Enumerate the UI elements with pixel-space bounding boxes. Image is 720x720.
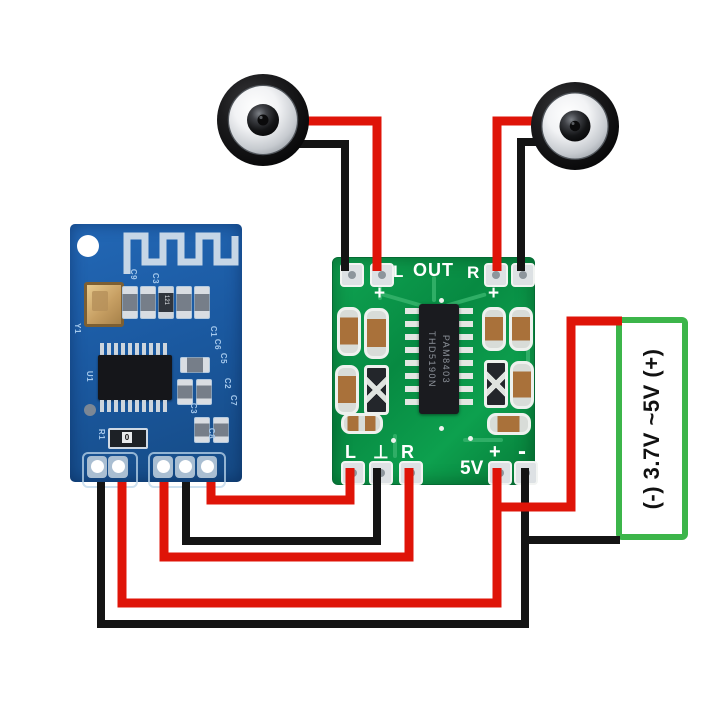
out-left-label: L — [393, 262, 404, 281]
resistor-marking: 0 — [122, 432, 132, 443]
wire-power-positive — [117, 468, 502, 608]
capacitor — [510, 361, 534, 409]
pcb-trace — [378, 282, 382, 300]
via-hole — [439, 426, 444, 431]
cap-label: C2 — [223, 377, 233, 390]
bt-pad-right-out — [153, 456, 173, 478]
crystal-label: Y1 — [72, 323, 82, 334]
cap-label: C7 — [229, 394, 239, 407]
bluetooth-module-board: 121 0 Y1 U1 C9 C3 C1 C6 C5 C2 C7 C3 C8 R… — [70, 224, 242, 488]
out-left-plus: + — [374, 283, 386, 304]
capacitor — [196, 379, 212, 405]
wire-right-speaker-negative — [517, 138, 537, 271]
capacitor — [482, 307, 506, 351]
amp-pad-in-left — [341, 461, 365, 485]
cap-label: C6 — [213, 338, 223, 351]
power-supply-label: (-) 3.7V ~5V (+) — [639, 348, 664, 509]
speaker-cone — [229, 86, 297, 154]
capacitor — [335, 365, 359, 415]
chip-marking: PAM8403 THD5190N — [419, 304, 459, 414]
ic-pins-top — [100, 343, 170, 355]
mounting-hole — [77, 235, 99, 257]
in-right-label: R — [401, 442, 414, 462]
bt-pad-plus — [108, 456, 128, 478]
via-hole — [391, 438, 396, 443]
cap-label: C3 — [151, 272, 161, 285]
via-hole — [84, 404, 96, 416]
component-marking: 121 — [163, 294, 170, 306]
bluetooth-ic — [98, 355, 172, 400]
in-left-label: L — [345, 442, 356, 462]
pcb-trace — [432, 276, 436, 302]
pcb-trace — [463, 438, 503, 442]
capacitor — [487, 413, 531, 435]
amp-pad-power-plus — [488, 461, 512, 485]
wire-left-speaker-negative — [298, 140, 349, 271]
chip-marking-line1: PAM8403 — [441, 334, 452, 384]
chip-marking-line2: THD5190N — [428, 330, 438, 388]
capacitor — [176, 286, 192, 319]
bt-pad-minus — [87, 456, 107, 478]
power-plus-label: + — [489, 441, 501, 463]
capacitor — [213, 417, 229, 443]
diode-component — [364, 365, 389, 415]
power-supply-box: (-) 3.7V ~5V (+) — [616, 317, 688, 540]
amp-pad-rout-minus — [511, 263, 535, 287]
cap-label: C3 — [189, 402, 199, 415]
cap-label: C5 — [219, 352, 229, 365]
zero-ohm-resistor: 0 — [108, 428, 148, 449]
out-right-plus: + — [488, 283, 500, 304]
bt-pad-left-out — [197, 456, 217, 478]
capacitor-pair — [341, 413, 383, 434]
speaker-dome — [559, 110, 591, 142]
resistor-label: R1 — [97, 428, 107, 441]
via-hole — [439, 298, 444, 303]
via-hole — [468, 436, 473, 441]
capacitor — [122, 286, 138, 319]
diode-component — [484, 360, 508, 408]
in-ground-label: ⊥ — [373, 442, 389, 462]
crystal-oscillator — [84, 282, 124, 327]
right-speaker — [531, 82, 619, 170]
capacitor — [194, 286, 210, 319]
power-5v-label: 5V — [460, 458, 484, 479]
capacitor — [337, 307, 361, 356]
cap-label: C1 — [209, 325, 219, 338]
left-speaker — [217, 74, 309, 166]
pcb-trace — [393, 434, 397, 458]
out-label: OUT — [413, 260, 454, 280]
wire-right-speaker-positive — [492, 116, 534, 271]
ic-label: U1 — [85, 370, 95, 383]
capacitor — [194, 417, 210, 443]
wire-left-speaker-positive — [306, 116, 382, 271]
amp-pad-lout-minus — [340, 263, 364, 287]
out-right-label: R — [467, 263, 480, 282]
amplifier-module-board: L OUT R + + PAM8403 THD5190N L ⊥ R 5V + — [332, 257, 538, 485]
speaker-dome — [247, 104, 279, 136]
resistor-121: 121 — [158, 286, 174, 319]
amp-pad-in-right — [399, 461, 423, 485]
chip-pins-right — [459, 308, 473, 412]
chip-pins-left — [405, 308, 419, 412]
amp-pad-in-ground — [369, 461, 393, 485]
cap-label: C9 — [129, 268, 139, 281]
bt-pad-ground-out — [175, 456, 195, 478]
capacitor — [364, 308, 389, 359]
ic-pins-bottom — [100, 400, 170, 412]
pcb-antenna — [123, 232, 239, 274]
wire-power-negative — [97, 468, 529, 628]
pam8403-chip — [419, 304, 459, 414]
pcb-trace — [381, 292, 423, 308]
capacitor — [180, 357, 210, 373]
capacitor — [509, 307, 533, 351]
speaker-cone — [542, 93, 608, 159]
amp-pad-power-minus — [514, 461, 538, 485]
cap-label: C8 — [207, 427, 217, 440]
capacitor — [177, 379, 193, 405]
capacitor — [140, 286, 156, 319]
